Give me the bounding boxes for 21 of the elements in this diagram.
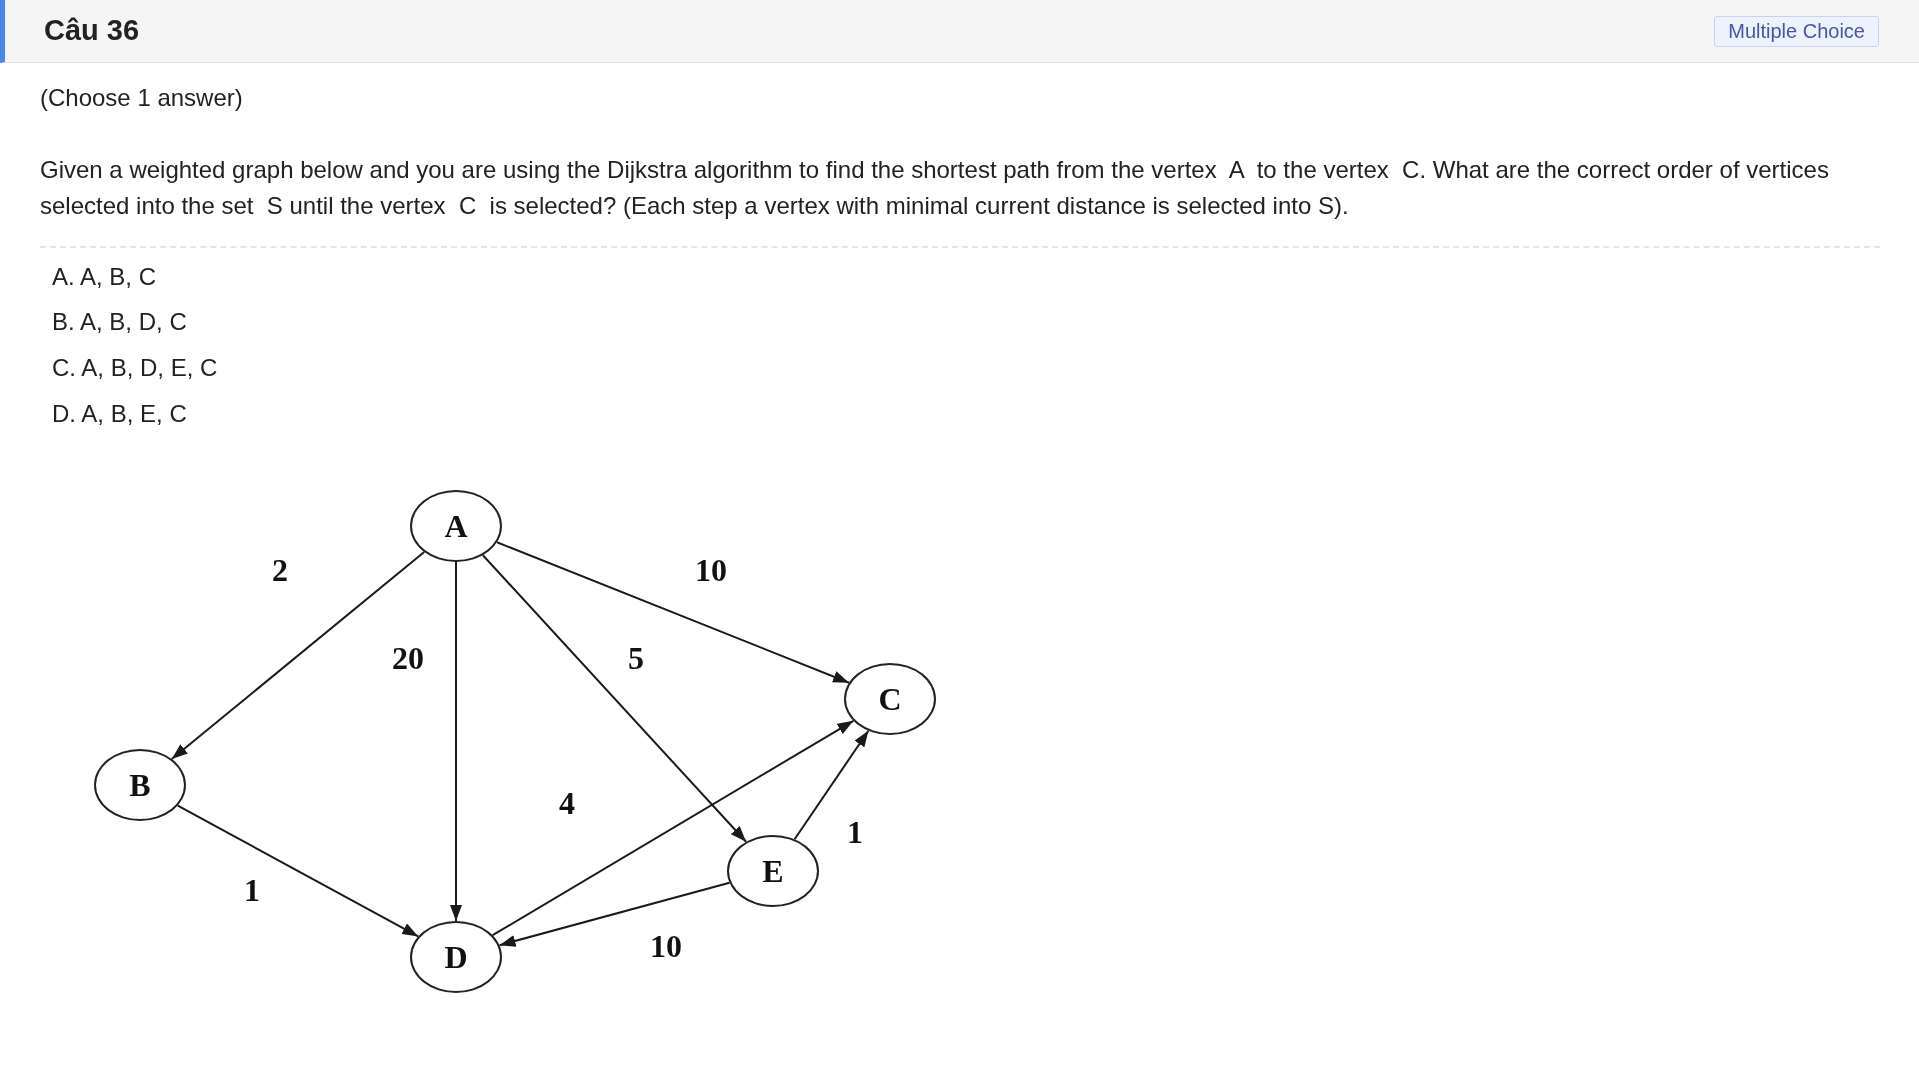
arrow (481, 554, 748, 843)
question-title: Câu 36 (44, 13, 140, 48)
answer-option: C. A, B, D, E, C (52, 354, 218, 382)
answer-option: D. A, B, E, C (52, 400, 187, 428)
instruction-text: (Choose 1 answer) (40, 84, 243, 112)
graph-vertex: C (844, 663, 936, 735)
arrow (450, 561, 462, 922)
arrow (176, 804, 420, 938)
graph-vertex: E (727, 835, 819, 907)
answer-option: B. A, B, D, C (52, 308, 187, 336)
arrow (491, 719, 855, 937)
graph-vertex: B (94, 749, 186, 821)
graph-vertex: D (410, 921, 502, 993)
arrow (793, 729, 870, 841)
graph-vertex: A (410, 490, 502, 562)
question-text: Given a weighted graph below and you are using the Dijkstra algorithm to find the shortest path from the vertex A to the vertex C. What are the correct order of vertices selected into the set S until the vertex C is selected? (Each step a vertex with minimal current distance is selected into S). (40, 155, 1830, 221)
question-type-tag: Multiple Choice (1714, 16, 1879, 47)
answer-option: A. A, B, C (52, 263, 157, 291)
arrow (496, 541, 850, 684)
arrow (498, 881, 731, 947)
arrow (170, 551, 426, 760)
